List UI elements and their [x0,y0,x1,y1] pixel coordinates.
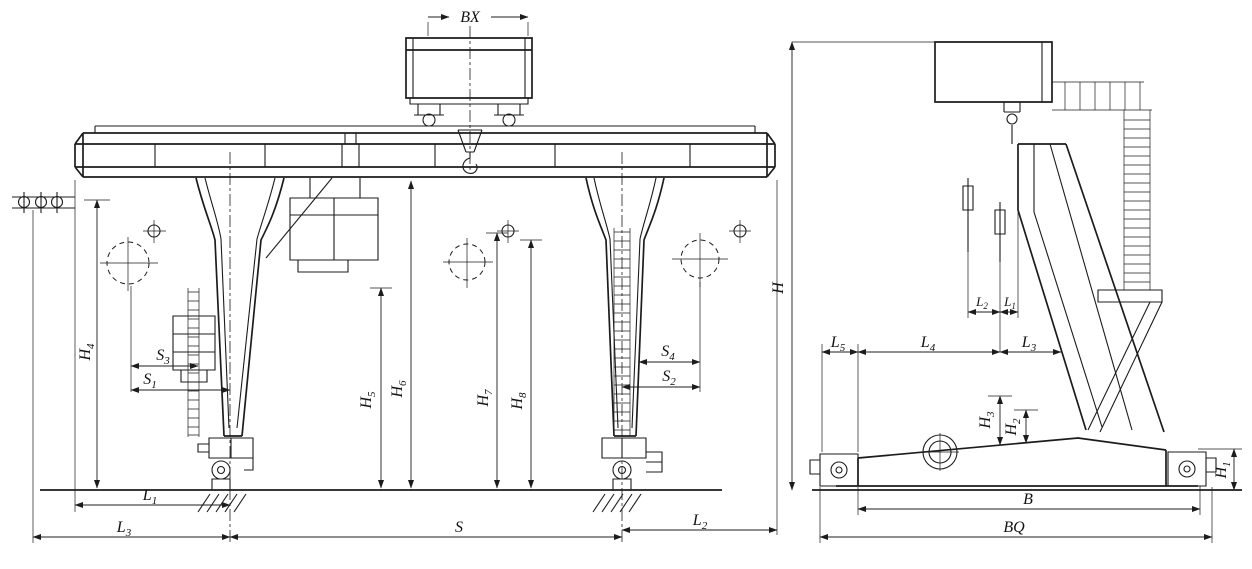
rail-stop-roller [50,195,64,209]
right-leg-outline [585,177,665,437]
dim-label-h7: H7 [475,389,495,408]
left-leg-platform [172,315,216,383]
sill-wheel-left-hub [835,466,843,474]
left-wheel-hub [216,465,226,475]
bx-extension-lines [427,22,529,36]
dim-label-l3: L3 [116,519,132,539]
side-dim-label-l4: L4 [920,334,936,354]
stair-platform [1097,289,1163,303]
side-dim-label-l1: L1 [1003,294,1016,311]
machinery-platform [289,178,379,273]
b-bq-extension-lines [819,486,1213,543]
side-view: H L2 L1 L5 L4 L3 H3 H2 H1 B BQ [770,41,1242,543]
front-view: BX H4 S3 S1 S4 S2 H5 H6 H7 H8 L1 L3 S L2 [12,9,778,545]
hoist-pulley [1006,113,1018,125]
right-rail-hatching [592,493,642,513]
dim-label-h4: H4 [77,343,97,362]
dim-label-s1: S1 [143,371,157,391]
side-dim-label-h: H [770,281,787,295]
dim-label-l1: L1 [142,487,157,507]
dim-label-h6: H6 [389,380,409,399]
trolley-frame [409,38,529,116]
rail-stop-roller [34,195,48,209]
side-leg-inner [1033,143,1133,431]
side-dim-label-l5: L5 [830,334,846,354]
right-leg-inner [593,177,657,429]
cable-drum-crosshair [921,433,959,471]
side-leg-outline [1017,143,1165,433]
dim-label-l2: L2 [692,512,708,532]
trolley-body [405,37,533,99]
machinery-house [934,41,1053,103]
dim-label-bx: BX [460,9,481,26]
section-crosshairs [100,233,728,291]
stair-ladder [1123,110,1151,290]
girder-rail [94,125,756,133]
l5-l4-l3-extension-lines [821,318,1001,452]
side-dim-label-l3: L3 [1021,334,1037,354]
dim-label-h5: H5 [358,391,378,410]
bottom-extension-lines [32,180,778,543]
dim-label-h8: H8 [509,392,529,411]
sill-beam [836,437,1198,487]
rail-stop-detail [12,192,75,213]
dim-label-s3: S3 [156,347,170,367]
sill-wheel-right-hub [1183,465,1191,473]
right-wheel [612,460,632,480]
right-wheel-hub [617,465,627,475]
left-wheel [211,460,231,480]
machinery-house-detail [1003,42,1043,144]
grease-point-crosshairs [143,220,751,243]
side-dim-label-l2: L2 [975,294,988,311]
sill-wheel-blocks [809,451,1217,487]
side-dim-label-h1: H1 [1213,461,1233,479]
left-bogie [197,437,254,491]
side-dim-label-bq: BQ [1003,519,1025,536]
stair-stringers [1087,301,1163,433]
limit-weight-rods [962,178,1006,262]
hook-block [457,129,483,158]
side-dim-label-b: B [1023,491,1033,508]
dim-label-s4: S4 [661,343,675,363]
dim-label-s2: S2 [662,368,676,388]
side-dim-label-h3: H3 [977,411,997,430]
hook-icon [462,157,478,174]
right-bogie [601,437,663,491]
left-rail-hatching [197,493,247,513]
walkway-handrail [1052,81,1152,111]
left-leg-ladder [187,288,200,437]
girder-outline [74,132,776,178]
side-dim-label-h2: H2 [1003,418,1023,437]
trolley-wheel-right [502,113,516,127]
rail-stop-roller [17,195,31,209]
left-leg-inner [204,177,276,429]
l2-l1-extension-lines [967,212,1019,318]
machinery-brace [265,177,333,259]
sill-wheel-right [1178,460,1196,478]
sill-wheel-left [830,461,848,479]
trolley-wheel-left [422,113,436,127]
girder-stiffeners [154,132,691,168]
left-leg-outline [195,177,285,437]
dim-label-s: S [455,519,463,536]
